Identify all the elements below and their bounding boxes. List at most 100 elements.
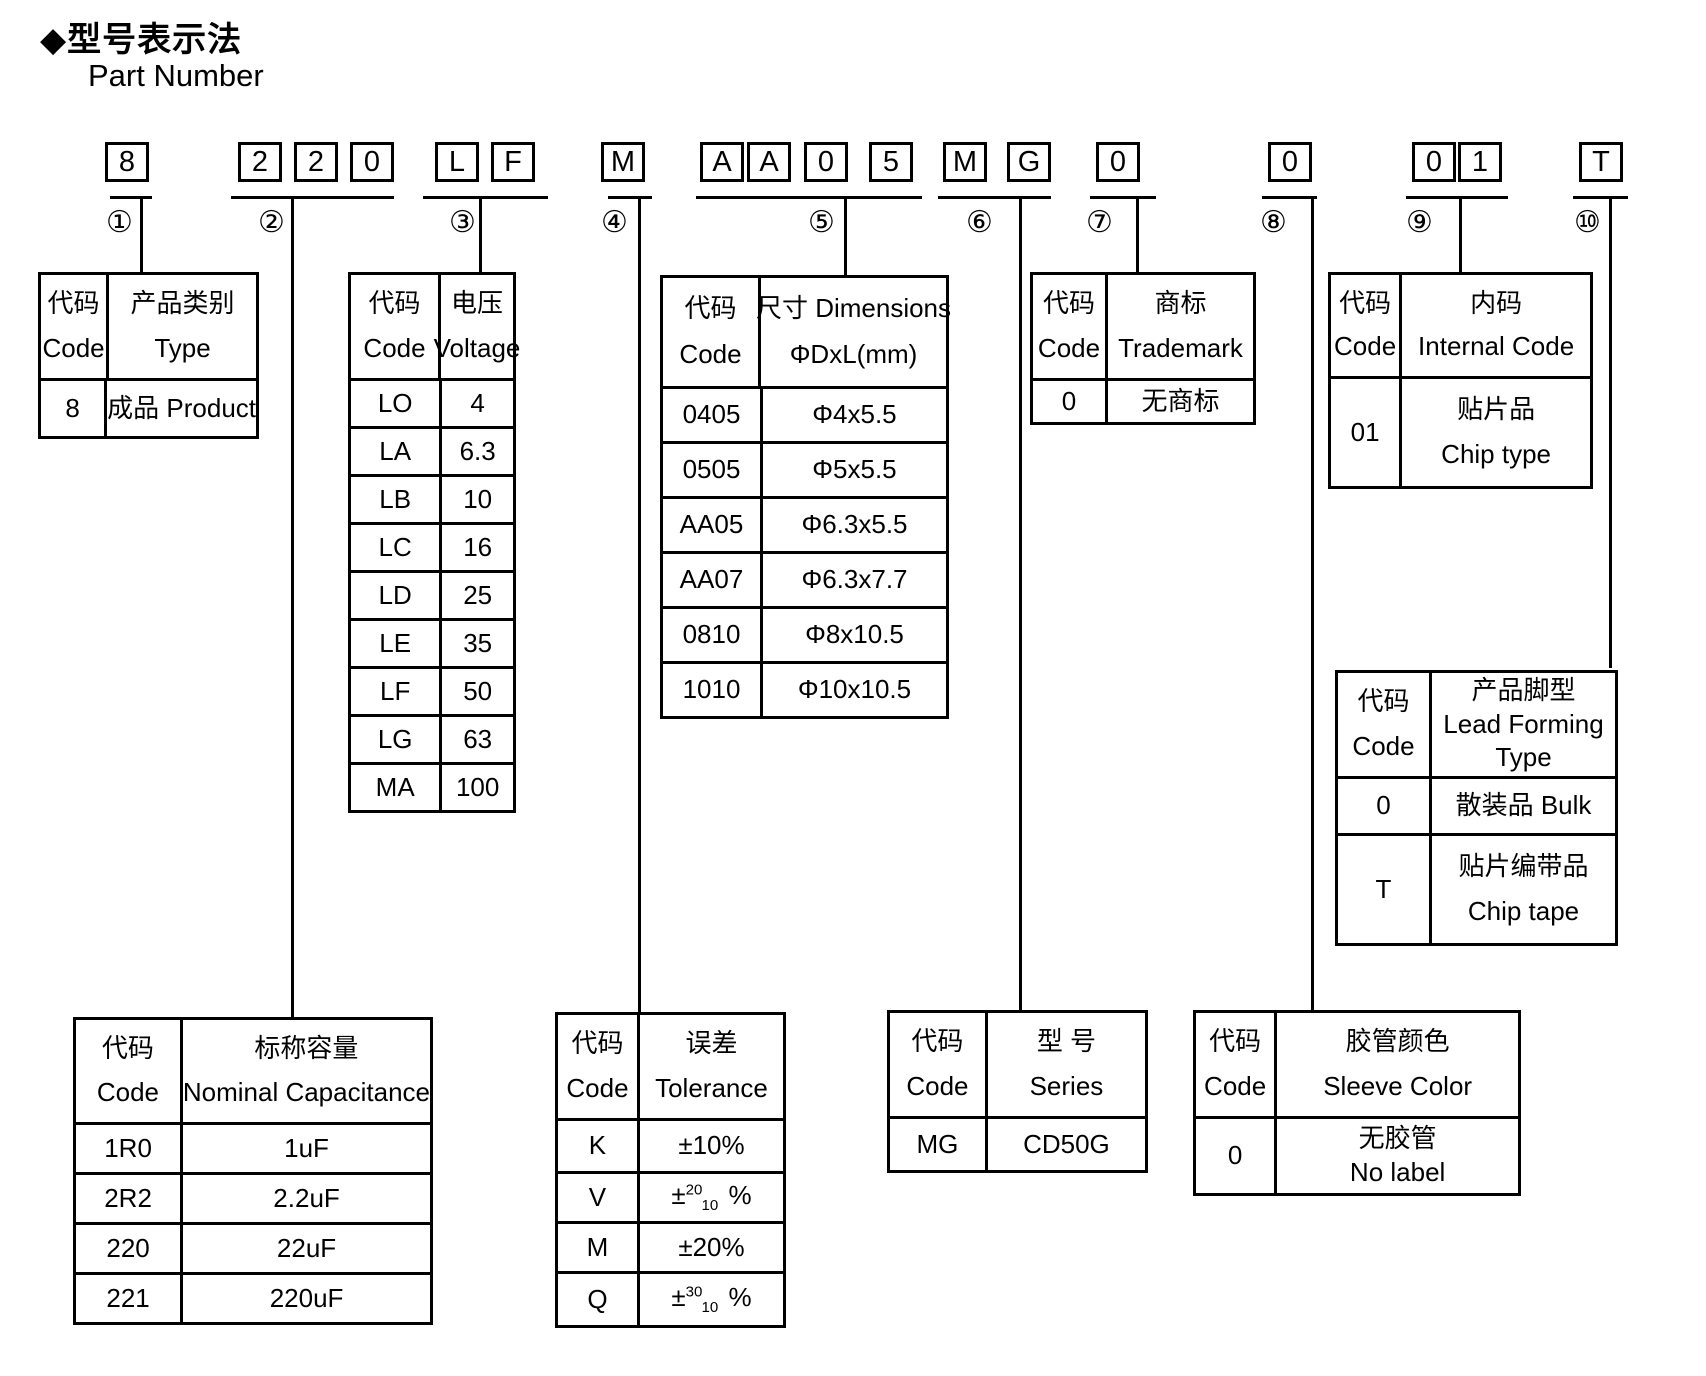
cell-text: 2R2 xyxy=(104,1182,152,1213)
cell-line: 电压 xyxy=(450,288,503,319)
value-cell: 63 xyxy=(439,717,513,762)
code-cell: 0405 xyxy=(663,389,760,441)
code-group-underline xyxy=(110,196,152,199)
cell-line: Code xyxy=(679,339,742,370)
cell-line: Code xyxy=(1204,1070,1267,1101)
cell-line: 代码 xyxy=(911,1026,964,1057)
code-char-box: F xyxy=(491,142,535,182)
cell-text: M xyxy=(586,1231,609,1262)
code-cell: LB xyxy=(351,477,439,522)
cell-text: LO xyxy=(377,387,413,418)
code-cell: M xyxy=(558,1224,637,1271)
cell-text: Q xyxy=(587,1283,608,1314)
code-cell: 221 xyxy=(76,1275,180,1322)
value-cell: 220uF xyxy=(180,1275,430,1322)
cell-text: LG xyxy=(377,723,413,754)
cell-line: 无胶管 xyxy=(1358,1122,1437,1153)
cell-text: 6.3 xyxy=(459,435,496,466)
cell-line: Nominal Capacitance xyxy=(182,1077,430,1108)
code-cell: MA xyxy=(351,765,439,810)
cell-text: Φ8x10.5 xyxy=(805,619,904,650)
cell-text: LF xyxy=(379,675,411,706)
code-cell: 0505 xyxy=(663,444,760,496)
cell-text: AA05 xyxy=(679,509,744,540)
cell-text: 0 xyxy=(1376,790,1391,821)
code-cell: 1R0 xyxy=(76,1125,180,1172)
cell-line: 尺寸 Dimensions xyxy=(755,293,952,324)
cell-line: Code xyxy=(906,1070,969,1101)
value-cell: 6.3 xyxy=(439,429,513,474)
cell-text: MA xyxy=(375,771,415,802)
cell-line: 产品脚型 xyxy=(1471,675,1576,706)
code-group-underline xyxy=(1573,196,1628,199)
code-char-box: M xyxy=(943,142,987,182)
code-cell: 01 xyxy=(1331,379,1399,486)
cell-text: 22uF xyxy=(276,1232,337,1263)
cell-text: 35 xyxy=(463,627,493,658)
value-cell: 50 xyxy=(439,669,513,714)
code-cell: LD xyxy=(351,573,439,618)
code-char-box: T xyxy=(1579,142,1623,182)
code-cell: T xyxy=(1338,836,1429,943)
table-row: LO 4 xyxy=(351,378,513,426)
connector-line xyxy=(1311,199,1314,1010)
cell-text: 4 xyxy=(470,387,485,418)
code-char-box: M xyxy=(601,142,645,182)
cell-text: 成品 Product xyxy=(107,392,256,423)
code-group-number: ⑦ xyxy=(1086,206,1113,239)
code-cell: 0810 xyxy=(663,609,760,661)
cell-line: Chip tape xyxy=(1467,896,1580,927)
code-cell: LC xyxy=(351,525,439,570)
value-cell: Φ6.3x5.5 xyxy=(759,499,946,551)
table-row: 8 成品 Product xyxy=(41,378,256,436)
cell-line: 型 号 xyxy=(1036,1026,1097,1057)
cell-text: 0505 xyxy=(682,454,741,485)
connector-line xyxy=(844,199,847,275)
table-row: K±10% xyxy=(558,1118,783,1171)
table-row: LF 50 xyxy=(351,666,513,714)
value-cell: 100 xyxy=(439,765,513,810)
cell-text: 散装品 Bulk xyxy=(1455,790,1592,821)
code-cell: 1010 xyxy=(663,664,760,716)
tolerance-value: ±3010 % xyxy=(671,1281,752,1316)
cell-text: 50 xyxy=(463,675,493,706)
connector-line xyxy=(140,199,143,272)
cell-line: Code xyxy=(1352,730,1415,761)
value-cell: 10 xyxy=(439,477,513,522)
cell-text: LD xyxy=(378,579,412,610)
cell-text: ±20% xyxy=(678,1231,745,1262)
value-cell: 成品 Product xyxy=(104,381,256,436)
connector-line xyxy=(1609,199,1612,668)
value-cell: 25 xyxy=(439,573,513,618)
cell-text: 1uF xyxy=(284,1132,329,1163)
value-cell: Φ6.3x7.7 xyxy=(759,554,946,606)
code-group-number: ② xyxy=(258,206,285,239)
cell-line: 代码 xyxy=(684,293,737,324)
cell-line: 贴片编带品 xyxy=(1458,850,1589,881)
value-cell: ±2010 % xyxy=(636,1174,783,1221)
code-group-underline xyxy=(696,196,922,199)
cell-line: Tolerance xyxy=(655,1072,768,1103)
cell-text: 63 xyxy=(463,723,493,754)
cell-text: ±10% xyxy=(678,1130,745,1161)
cell-line: 代码 xyxy=(1339,287,1392,318)
value-cell: Φ5x5.5 xyxy=(759,444,946,496)
cell-text: 8 xyxy=(65,392,80,423)
